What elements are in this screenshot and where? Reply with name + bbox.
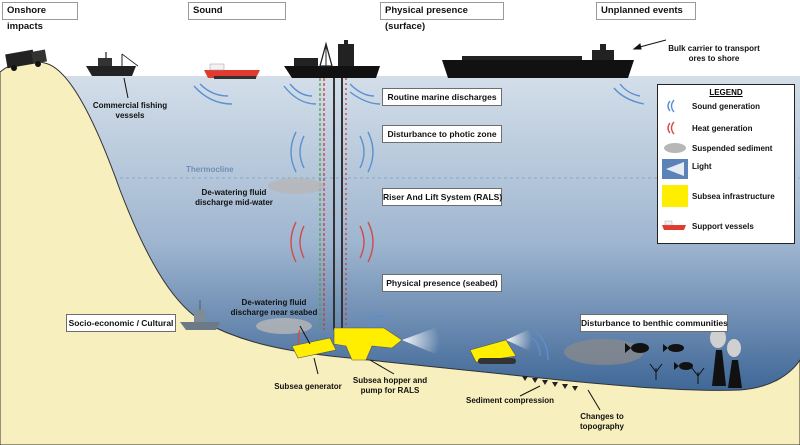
callout-arrows [123, 39, 667, 411]
legend-heat-label: Heat generation [692, 124, 753, 133]
sediment-cloud-seabed [256, 318, 312, 334]
label-commercial-fishing-vessels: Commercial fishing vessels [92, 101, 168, 120]
label-subsea-hopper: Subsea hopper and pump for RALS [352, 376, 428, 395]
legend-light-icon [662, 159, 688, 179]
legend-vessels-label: Support vessels [692, 222, 754, 231]
drill-ship-icon [284, 40, 380, 78]
sediment-plume [564, 339, 644, 365]
header-unplanned-events: Unplanned events [596, 2, 696, 20]
sound-arcs [193, 83, 645, 361]
naval-vessel-icon [180, 300, 220, 330]
label-sediment-compression: Sediment compression [465, 396, 555, 405]
legend: LEGEND Sound generation Heat generation … [657, 84, 795, 244]
legend-heat-icon [667, 121, 675, 135]
box-disturbance-photic-zone: Disturbance to photic zone [382, 125, 502, 143]
label-bulk-carrier: Bulk carrier to transport ores to shore [668, 44, 760, 63]
legend-sediment-label: Suspended sediment [692, 144, 773, 153]
bulk-carrier-icon [442, 44, 634, 78]
label-changes-to-topography: Changes to topography [580, 412, 624, 431]
sediment-cloud-midwater [268, 178, 324, 194]
header-sound: Sound [188, 2, 286, 20]
fishing-vessel-icon [86, 52, 139, 76]
legend-light-label: Light [692, 162, 712, 171]
box-routine-marine-discharges: Routine marine discharges [382, 88, 502, 106]
label-dewatering-midwater: De-watering fluid discharge mid-water [195, 188, 273, 207]
legend-infrastructure-label: Subsea infrastructure [692, 192, 775, 201]
subsea-generator-shape [291, 337, 337, 359]
vent-chimney-icon [710, 328, 742, 388]
legend-sound-icon [667, 99, 675, 113]
box-disturbance-benthic: Disturbance to benthic communities [580, 314, 728, 332]
header-physical-presence-surface: Physical presence (surface) [380, 2, 504, 32]
legend-vessels-icon [662, 220, 686, 230]
label-subsea-generator: Subsea generator [274, 382, 342, 391]
legend-title: LEGEND [709, 88, 743, 97]
box-socio-economic-cultural: Socio-economic / Cultural [66, 314, 176, 332]
hopper-light-beam [402, 326, 440, 356]
subsea-hopper-shape [333, 327, 403, 361]
header-onshore-impacts: Onshore impacts [2, 2, 78, 32]
seabed-crawler-icon [469, 328, 532, 364]
compression-tracks [522, 376, 578, 391]
coral-icon [649, 363, 705, 384]
label-thermocline: Thermocline [186, 165, 234, 174]
legend-sound-label: Sound generation [692, 102, 760, 111]
legend-sediment-icon [664, 143, 686, 153]
box-physical-presence-seabed: Physical presence (seabed) [382, 274, 502, 292]
truck-icon [5, 49, 47, 71]
legend-infrastructure-icon [662, 185, 688, 207]
fish-icon [625, 343, 693, 370]
label-dewatering-seabed: De-watering fluid discharge near seabed [230, 298, 318, 317]
box-riser-lift-system: Riser And Lift System (RALS) [382, 188, 502, 206]
riser-pipes [319, 78, 347, 330]
support-vessel-icon [204, 63, 260, 79]
